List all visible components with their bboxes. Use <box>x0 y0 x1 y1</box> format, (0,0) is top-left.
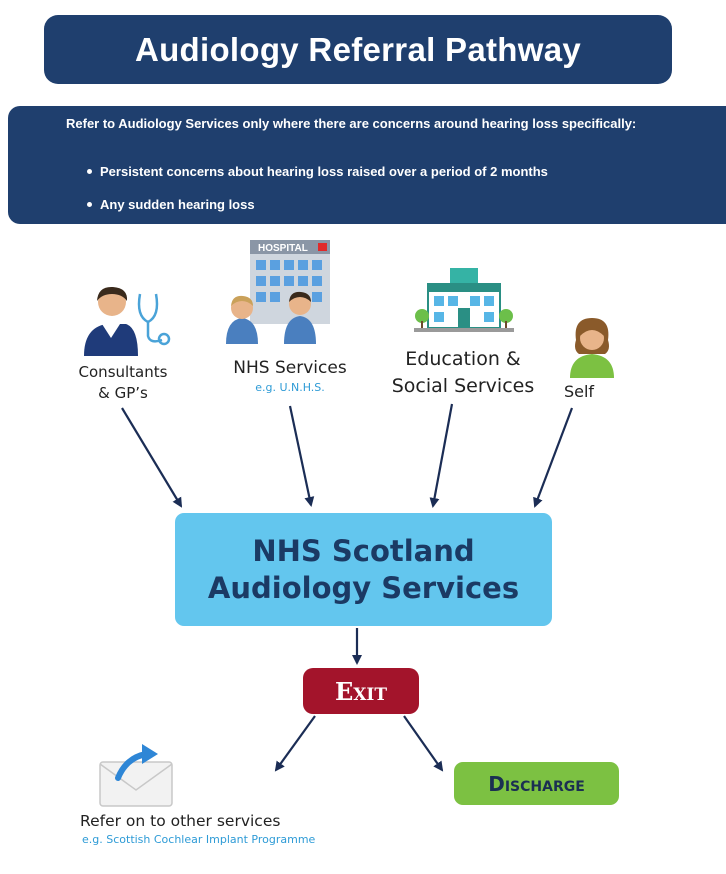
source-education-label: Education & Social Services <box>378 346 548 400</box>
exit-box: Exit <box>303 668 419 714</box>
doctor-icon <box>84 286 171 356</box>
title-banner: Audiology Referral Pathway <box>44 15 672 84</box>
discharge-label: Discharge <box>488 771 585 796</box>
refer-on-example: e.g. Scottish Cochlear Implant Programme <box>82 833 316 846</box>
exit-label: Exit <box>334 676 388 706</box>
discharge-box: Discharge <box>454 762 619 805</box>
arrow-to-refer <box>274 715 316 772</box>
hospital-icon: HOSPITAL <box>226 240 330 344</box>
person-icon <box>570 318 614 378</box>
source-self-label: Self <box>563 382 595 401</box>
school-building-icon <box>414 268 514 332</box>
source-education-line2: Social Services <box>391 375 535 397</box>
source-consultants-label: Consultants & GP’s <box>68 362 178 404</box>
source-nhs-sub: e.g. U.N.H.S. <box>255 381 325 394</box>
page-title: Audiology Referral Pathway <box>134 30 582 68</box>
mail-forward-icon <box>99 744 173 807</box>
source-consultants-line2: & GP’s <box>98 384 148 402</box>
audiology-services-line2: Audiology Services <box>207 570 520 605</box>
arrow-to-discharge <box>403 715 444 772</box>
referral-criteria-box: Refer to Audiology Services only where t… <box>8 106 726 224</box>
source-consultants-line1: Consultants <box>78 363 168 381</box>
criteria-intro: Refer to Audiology Services only where t… <box>66 116 637 131</box>
source-nhs-label: NHS Services <box>233 358 347 378</box>
hospital-sign: HOSPITAL <box>258 243 308 254</box>
arrow-nhs-services <box>288 405 315 507</box>
audiology-services-line1: NHS Scotland <box>252 533 475 568</box>
criteria-item: Persistent concerns about hearing loss r… <box>87 164 548 179</box>
arrow-consultants <box>121 407 183 508</box>
source-education-line1: Education & <box>405 348 521 370</box>
refer-on-label: Refer on to other services <box>80 812 281 830</box>
audiology-services-box: NHS Scotland Audiology Services <box>175 513 552 626</box>
arrow-education <box>429 403 454 508</box>
arrow-self <box>533 407 574 508</box>
criteria-item: Any sudden hearing loss <box>87 197 255 212</box>
